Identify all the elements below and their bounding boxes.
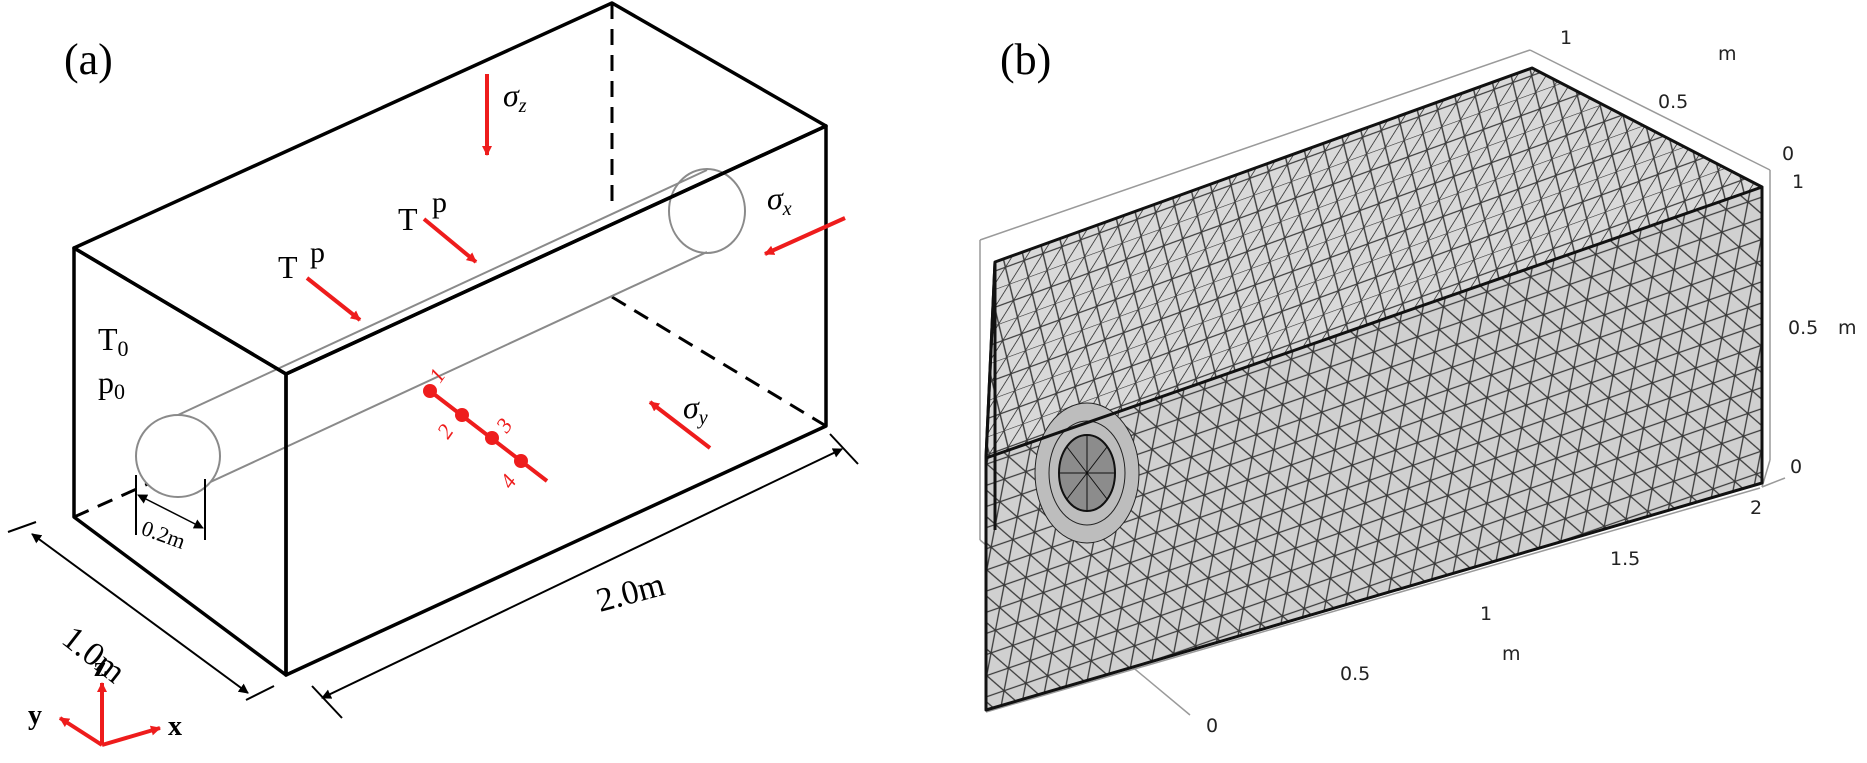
monitoring-point-2 bbox=[455, 408, 469, 422]
initial-pressure: p bbox=[98, 364, 114, 400]
monitoring-line: 1 2 3 4 bbox=[423, 364, 549, 493]
stress-z-symbol: σ bbox=[503, 77, 520, 113]
stress-x: σx bbox=[764, 180, 846, 256]
width-tick-1: 1 bbox=[1560, 27, 1572, 49]
monitoring-point-4 bbox=[514, 454, 528, 468]
load-2-pressure: p bbox=[432, 186, 447, 219]
tunnel-mesh-refinement bbox=[1034, 402, 1140, 544]
panel-b-label: (b) bbox=[1000, 35, 1051, 84]
monitoring-point-1 bbox=[423, 384, 437, 398]
length-tick-2: 2 bbox=[1750, 497, 1762, 519]
length-tick-0: 0 bbox=[1206, 715, 1218, 737]
tunnel bbox=[135, 168, 746, 498]
initial-pressure-subscript: 0 bbox=[114, 379, 125, 404]
monitoring-label-1: 1 bbox=[424, 364, 451, 387]
width-tick-0: 0 bbox=[1782, 143, 1794, 165]
height-axis: 0 0.5 1 m bbox=[1788, 171, 1857, 478]
svg-text:σz: σz bbox=[503, 77, 527, 117]
length-label: 2.0m bbox=[592, 566, 668, 620]
height-tick-1: 1 bbox=[1792, 171, 1804, 193]
mesh-face-top bbox=[986, 68, 1762, 458]
stress-x-arrow bbox=[764, 216, 846, 256]
length-tick-0.5: 0.5 bbox=[1340, 663, 1370, 685]
stress-y: σy bbox=[648, 389, 712, 450]
height-tick-0: 0 bbox=[1790, 456, 1802, 478]
initial-temperature-subscript: 0 bbox=[118, 336, 129, 361]
load-2-arrow bbox=[422, 217, 478, 264]
coordinate-axes: z y x bbox=[28, 652, 182, 747]
stress-y-symbol: σ bbox=[683, 389, 700, 425]
x-axis-arrow bbox=[101, 725, 161, 747]
width-tick-0.5: 0.5 bbox=[1658, 91, 1688, 113]
length-tick-1.5: 1.5 bbox=[1610, 548, 1640, 570]
tunnel-boundary-load-1: T p bbox=[278, 236, 362, 322]
svg-text:σy: σy bbox=[683, 389, 708, 429]
width-axis: 0 0.5 1 m bbox=[1560, 27, 1794, 165]
monitoring-label-4: 4 bbox=[495, 470, 522, 493]
rock-block bbox=[72, 1, 828, 677]
stress-z-subscript: z bbox=[518, 95, 527, 117]
tunnel-diameter-label: 0.2m bbox=[138, 515, 188, 554]
load-2-temperature: T bbox=[398, 201, 418, 237]
panel-b: (b) bbox=[979, 27, 1857, 737]
stress-y-arrow bbox=[648, 400, 712, 450]
svg-text:σx: σx bbox=[767, 180, 792, 220]
hidden-edges bbox=[73, 3, 827, 519]
dimension-width: 1.0m bbox=[7, 521, 275, 701]
initial-temperature: T bbox=[98, 321, 118, 357]
y-axis-label: y bbox=[28, 700, 42, 731]
stress-z: σz bbox=[482, 74, 527, 156]
monitoring-label-2: 2 bbox=[432, 420, 459, 443]
dimension-length: 2.0m bbox=[311, 433, 859, 719]
y-axis-arrow bbox=[58, 716, 104, 747]
panel-a-label: (a) bbox=[64, 35, 113, 84]
length-tick-1: 1 bbox=[1480, 603, 1492, 625]
width-axis-unit: m bbox=[1718, 43, 1737, 65]
panel-a: (a) 1.0m bbox=[7, 1, 859, 747]
stress-x-symbol: σ bbox=[767, 180, 784, 216]
height-axis-unit: m bbox=[1838, 317, 1857, 339]
load-1-pressure: p bbox=[310, 236, 325, 269]
x-axis-label: x bbox=[168, 711, 182, 742]
tunnel-boundary-load-2: T p bbox=[398, 186, 478, 264]
mesh-face-front bbox=[986, 187, 1762, 710]
svg-text:T0: T0 bbox=[98, 321, 129, 361]
stress-y-subscript: y bbox=[697, 407, 708, 429]
load-1-temperature: T bbox=[278, 249, 298, 285]
mesh-block-outline bbox=[984, 66, 1764, 712]
height-tick-0.5: 0.5 bbox=[1788, 317, 1818, 339]
z-axis-label: z bbox=[94, 652, 106, 683]
length-axis: 0 0.5 1 1.5 2 m bbox=[1206, 497, 1762, 737]
length-axis-unit: m bbox=[1502, 643, 1521, 665]
svg-text:p0: p0 bbox=[98, 364, 125, 404]
initial-conditions: T0 p0 bbox=[98, 321, 129, 404]
monitoring-point-3 bbox=[485, 431, 499, 445]
load-1-arrow bbox=[305, 276, 362, 322]
stress-x-subscript: x bbox=[782, 198, 792, 220]
